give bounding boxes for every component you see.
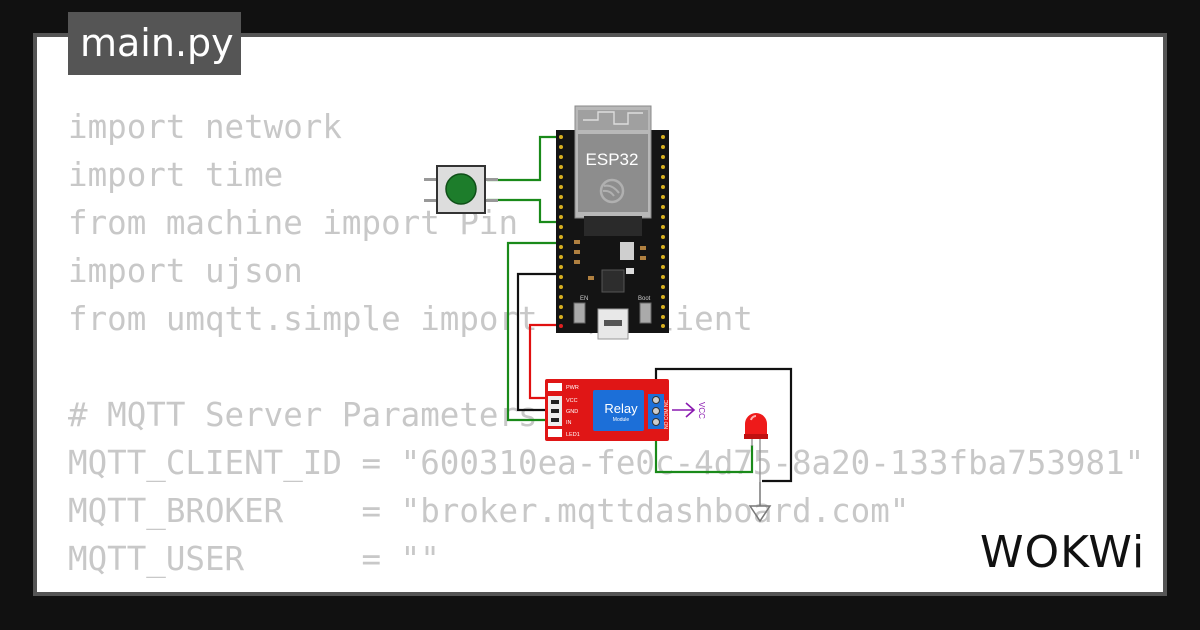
red-wire-relay-vcc bbox=[528, 323, 560, 400]
vcc-label: VCC bbox=[697, 402, 706, 419]
relay-label: Relay bbox=[604, 401, 638, 416]
esp32-board[interactable]: ESP32 bbox=[556, 105, 669, 340]
boot-label: Boot bbox=[638, 296, 651, 302]
code-line: # MQTT Server Parameters bbox=[68, 396, 538, 434]
file-tab[interactable]: main.py bbox=[68, 12, 241, 75]
wokwi-logo-mark: WOKWi bbox=[980, 527, 1145, 578]
green-wire-button-bottom bbox=[487, 198, 560, 224]
boot-button bbox=[639, 302, 652, 324]
vcc-symbol: VCC bbox=[672, 402, 706, 419]
relay-block bbox=[593, 390, 644, 431]
green-wire-relay-in bbox=[506, 241, 560, 422]
red-led[interactable] bbox=[744, 413, 768, 482]
black-wire-relay-gnd bbox=[516, 272, 560, 412]
relay-pin-in: IN bbox=[566, 420, 572, 426]
button-cap bbox=[445, 173, 477, 205]
wokwi-logo: WOKWi bbox=[978, 522, 1148, 582]
brand-name: WOKWi bbox=[980, 527, 1145, 577]
relay-pin-vcc: VCC bbox=[566, 398, 578, 404]
relay-sublabel: Module bbox=[613, 417, 630, 423]
code-line: MQTT_CLIENT_ID = "600310ea-fe0c-4d75-8a2… bbox=[68, 444, 1145, 482]
green-wire-relay-nc bbox=[654, 424, 754, 474]
relay-led-led1: LED1 bbox=[566, 432, 580, 438]
relay-module[interactable]: VCC GND IN PWR LED1 Relay Module NO COM … bbox=[545, 379, 670, 441]
en-label: EN bbox=[580, 296, 588, 302]
code-line: import ujson bbox=[68, 252, 303, 290]
code-line: MQTT_BROKER = "broker.mqttdashboard.com" bbox=[68, 492, 910, 530]
code-line: import network bbox=[68, 108, 342, 146]
relay-terminals-label: NO COM NC bbox=[664, 399, 670, 429]
code-line: import time bbox=[68, 156, 284, 194]
black-wire-relay-led bbox=[654, 367, 793, 483]
en-button bbox=[573, 302, 586, 324]
relay-led-pwr: PWR bbox=[566, 385, 579, 391]
esp32-label: ESP32 bbox=[586, 150, 639, 169]
code-line: MQTT_PASSWORD = "" bbox=[68, 583, 1144, 592]
code-line: MQTT_USER = "" bbox=[68, 540, 440, 578]
green-wire-button-top bbox=[487, 135, 560, 182]
relay-pin-gnd: GND bbox=[566, 409, 578, 415]
push-button[interactable] bbox=[424, 165, 498, 214]
espressif-logo-icon bbox=[599, 178, 625, 204]
wires bbox=[487, 135, 793, 483]
right-pin-header bbox=[661, 135, 665, 328]
code-line: from machine import Pin bbox=[68, 204, 519, 242]
ground-symbol bbox=[748, 482, 772, 523]
left-pin-header bbox=[559, 135, 563, 328]
